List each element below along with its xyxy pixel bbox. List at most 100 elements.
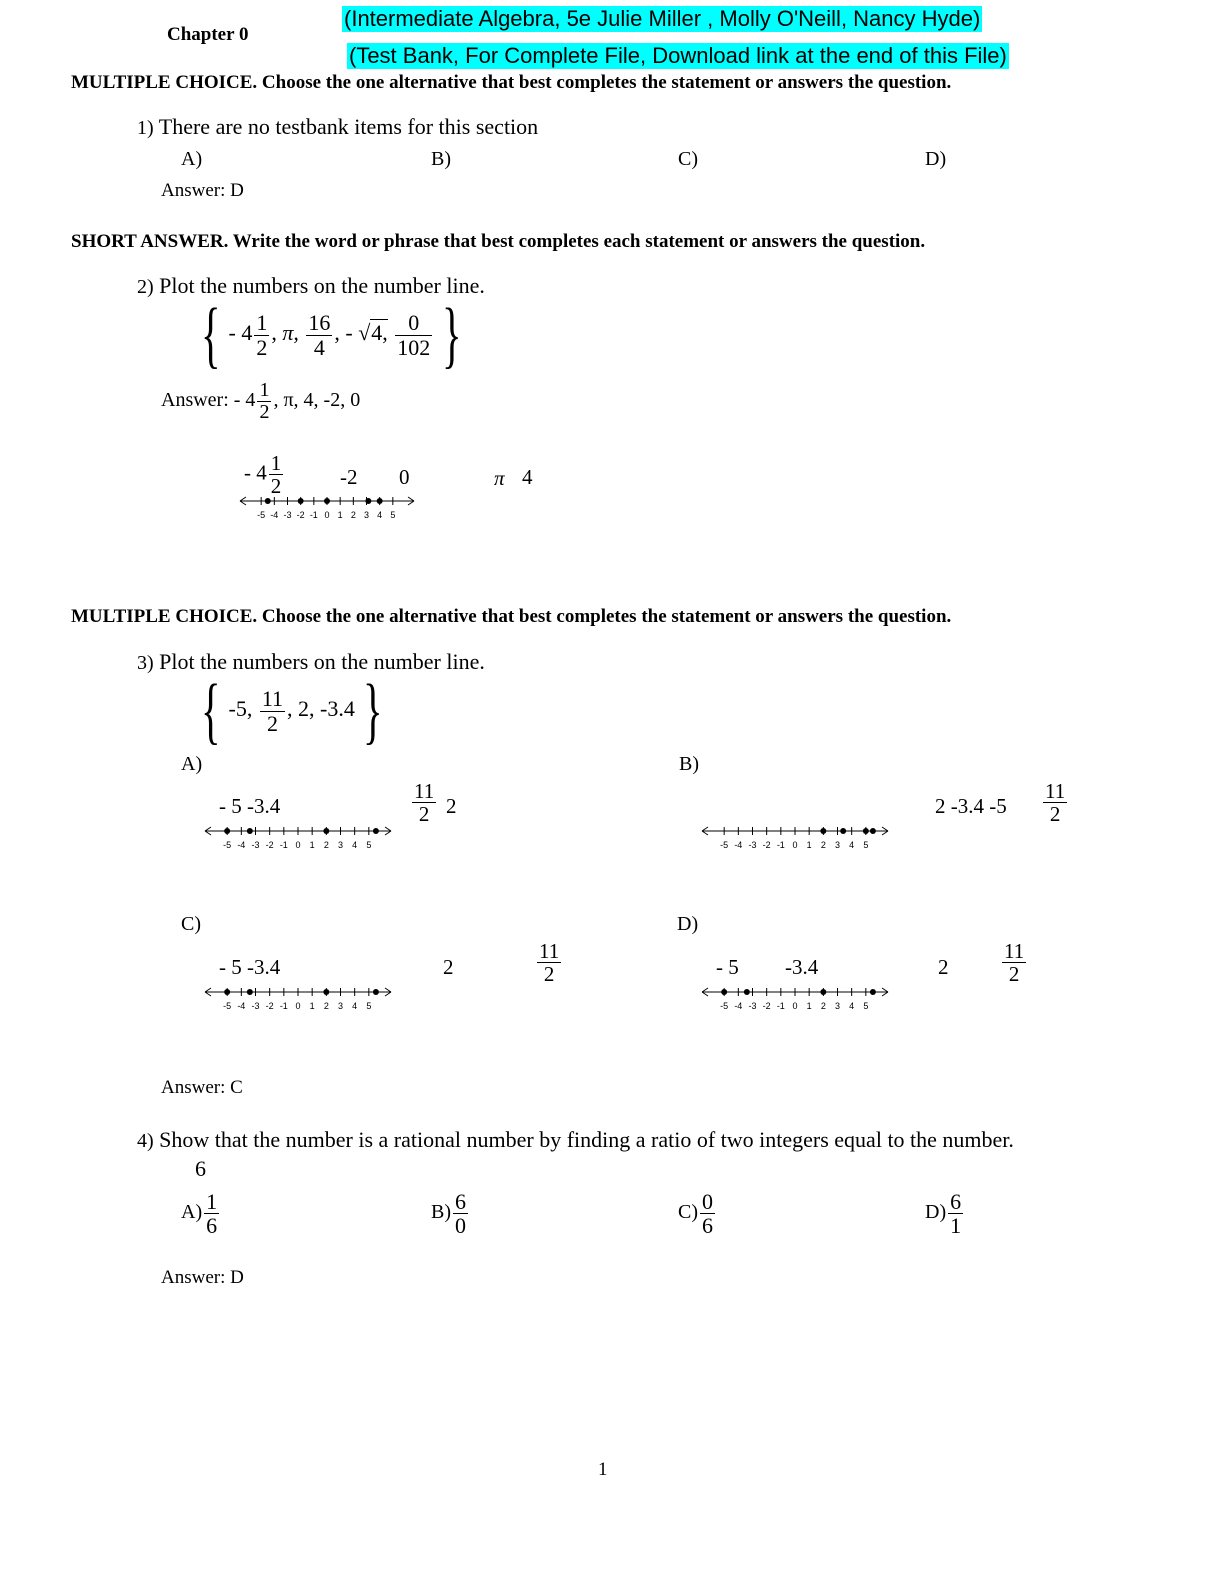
right-arrow-icon — [881, 987, 889, 997]
tick-label: -2 — [297, 510, 305, 520]
tick-label: 1 — [310, 1001, 315, 1011]
tick-label: -4 — [270, 510, 278, 520]
q3d-label-3: 2 — [938, 955, 949, 979]
question-text: There are no testbank items for this sec… — [158, 114, 539, 139]
q1-option-d[interactable]: D) — [925, 148, 947, 170]
q3-option-a[interactable]: A) — [181, 753, 203, 775]
left-arrow-icon — [701, 826, 709, 836]
pi-symbol: π, — [282, 320, 299, 346]
tick-label: 5 — [390, 510, 395, 520]
q3-answer: Answer: C — [161, 1077, 243, 1098]
tick-label: -1 — [777, 840, 785, 850]
q1-option-a[interactable]: A) — [181, 148, 203, 170]
tick-label: 3 — [835, 840, 840, 850]
header-highlight-line1: (Intermediate Algebra, 5e Julie Miller ,… — [342, 6, 983, 32]
q1-option-b[interactable]: B) — [431, 148, 451, 170]
section-heading-short-answer: SHORT ANSWER. Write the word or phrase t… — [71, 231, 926, 252]
q3c-label-2: 2 — [443, 955, 454, 979]
tick-label: 0 — [324, 510, 329, 520]
tick-label: -5 — [257, 510, 265, 520]
tick-label: -4 — [734, 840, 742, 850]
tick-label: 3 — [364, 510, 369, 520]
tick-label: -2 — [763, 840, 771, 850]
tick-label: -4 — [734, 1001, 742, 1011]
plotted-point — [224, 828, 231, 834]
tick-label: 1 — [310, 840, 315, 850]
q3d-label-1: - 5 — [716, 955, 739, 979]
tick-label: -3 — [748, 840, 756, 850]
right-arrow-icon — [384, 826, 392, 836]
right-arrow-icon — [384, 987, 392, 997]
question-1: 1) There are no testbank items for this … — [137, 114, 538, 140]
left-arrow-icon — [204, 987, 212, 997]
tick-label: -1 — [280, 1001, 288, 1011]
label-zero: 0 — [399, 465, 410, 489]
left-brace: { — [200, 294, 221, 376]
plotted-point — [324, 498, 330, 504]
q3-option-c[interactable]: C) — [181, 913, 201, 935]
plotted-point — [365, 498, 372, 504]
plotted-point — [224, 989, 231, 995]
plotted-point — [869, 828, 876, 834]
tick-label: -3 — [283, 510, 291, 520]
tick-label: 0 — [792, 1001, 797, 1011]
negative-sign: - — [345, 320, 359, 346]
label-four: 4 — [522, 465, 533, 489]
tick-label: -2 — [266, 1001, 274, 1011]
answer-rest: , π, 4, -2, 0 — [273, 389, 361, 412]
tick-label: -4 — [237, 840, 245, 850]
tick-label: 4 — [849, 1001, 854, 1011]
tick-label: -3 — [748, 1001, 756, 1011]
left-brace: { — [200, 670, 221, 752]
tick-label: 4 — [352, 1001, 357, 1011]
plotted-point — [297, 498, 304, 504]
question-number: 1) — [137, 117, 154, 139]
question-4: 4) Show that the number is a rational nu… — [137, 1127, 1014, 1153]
q3a-label-2: 2 — [446, 794, 457, 818]
question-2: 2) Plot the numbers on the number line. — [137, 273, 485, 299]
question-number: 3) — [137, 652, 154, 674]
q3-option-d[interactable]: D) — [677, 913, 699, 935]
section-heading-multiple-choice: MULTIPLE CHOICE. Choose the one alternat… — [71, 606, 952, 627]
tick-label: 4 — [377, 510, 382, 520]
plotted-point — [820, 989, 827, 995]
q4-value: 6 — [195, 1156, 206, 1181]
question-text: Plot the numbers on the number line. — [159, 649, 485, 674]
q3-option-b[interactable]: B) — [679, 753, 699, 775]
tick-label: -1 — [310, 510, 318, 520]
mixed-whole: - 4 — [233, 389, 256, 412]
tick-label: 5 — [366, 1001, 371, 1011]
tick-label: 2 — [351, 510, 356, 520]
tick-label: -2 — [763, 1001, 771, 1011]
q1-option-c[interactable]: C) — [678, 148, 698, 170]
plotted-point — [743, 989, 750, 995]
right-brace: } — [442, 294, 462, 376]
section-heading-multiple-choice: MULTIPLE CHOICE. Choose the one alternat… — [71, 72, 952, 93]
tick-label: -5 — [720, 840, 728, 850]
q4-answer: Answer: D — [161, 1267, 244, 1288]
right-arrow-icon — [407, 496, 415, 506]
tick-label: 0 — [792, 840, 797, 850]
radicand: 4, — [370, 319, 388, 346]
tick-label: -5 — [223, 840, 231, 850]
right-brace: } — [362, 670, 383, 752]
tick-label: 5 — [863, 1001, 868, 1011]
plotted-point — [862, 828, 869, 834]
chapter-title: Chapter 0 — [167, 24, 249, 45]
plotted-point — [264, 498, 271, 504]
answer-prefix: Answer: — [161, 389, 229, 412]
